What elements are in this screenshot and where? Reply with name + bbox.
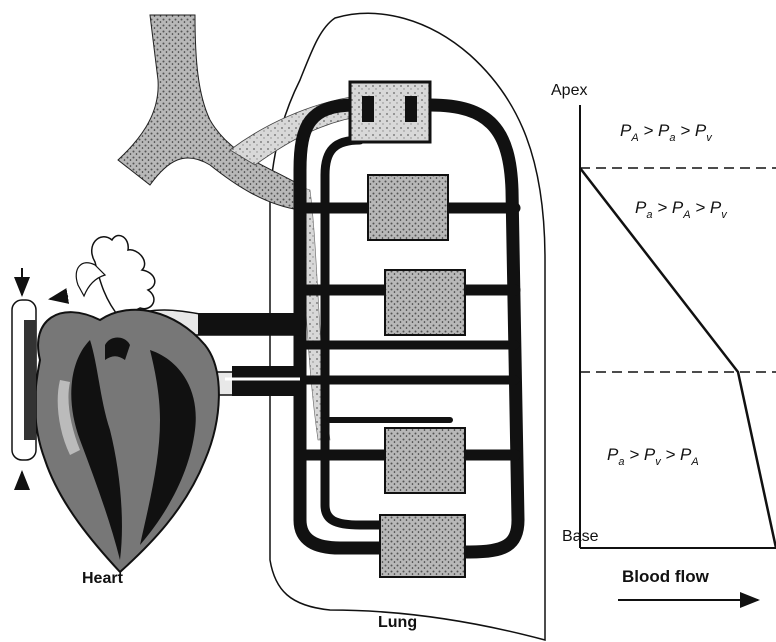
zone-1-relation: PA > Pa > Pv — [620, 121, 713, 144]
pulmonary-artery-dark — [198, 313, 302, 335]
blood-flow-label: Blood flow — [622, 567, 710, 586]
capillary-unit-3 — [385, 270, 465, 335]
capillary-units — [350, 82, 465, 577]
trachea — [118, 15, 300, 210]
apex-label: Apex — [551, 82, 587, 99]
capillary-unit-2 — [368, 175, 448, 240]
capillary-unit-4 — [385, 428, 465, 493]
zone-2-relation: Pa > PA > Pv — [635, 198, 728, 221]
blood-flow-curve — [580, 168, 776, 548]
heart-illustration — [35, 235, 219, 572]
lung-label: Lung — [378, 614, 417, 631]
heart-label: Heart — [82, 570, 124, 587]
base-label: Base — [562, 528, 599, 545]
pulmonary-vein-dark — [232, 366, 302, 396]
zone-3-relation: Pa > Pv > PA — [607, 445, 699, 468]
capillary-unit-base — [380, 515, 465, 577]
